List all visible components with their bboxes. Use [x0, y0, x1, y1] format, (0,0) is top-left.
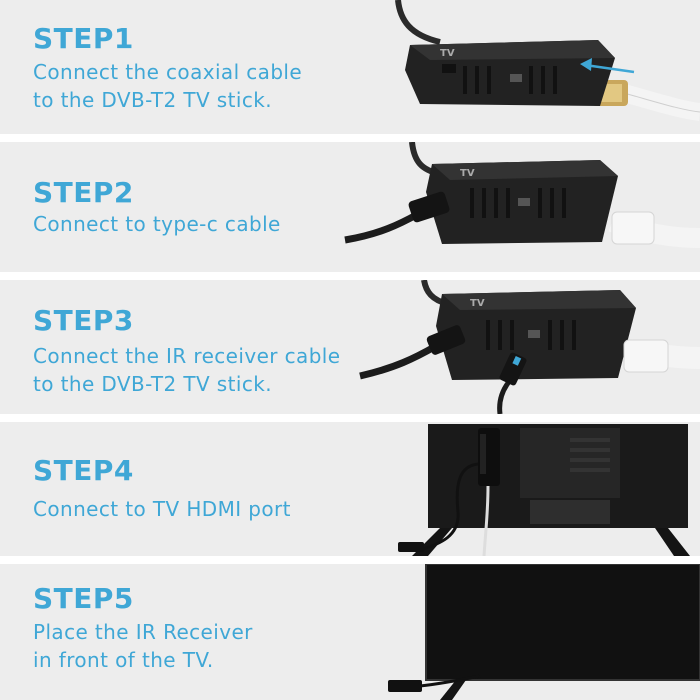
stick-logo: TV [470, 298, 485, 309]
ir-receiver-cable [419, 462, 479, 552]
stick-coax-illustration: TV [395, 0, 700, 121]
step1-panel: TV STEP1 Connect the coaxial cable to th… [0, 0, 700, 134]
step4-title: STEP4 [33, 454, 134, 487]
tv-screen [426, 564, 700, 680]
step1-title: STEP1 [33, 22, 134, 55]
step2-title: STEP2 [33, 176, 134, 209]
stick-logo: TV [460, 168, 475, 179]
step4-panel: STEP4 Connect to TV HDMI port [0, 422, 700, 556]
ir-receiver [398, 542, 424, 552]
step3-description: Connect the IR receiver cable to the DVB… [33, 342, 340, 398]
stick-ir-illustration: TV [359, 280, 700, 414]
ir-receiver [388, 680, 422, 692]
step5-line2: in front of the TV. [33, 648, 214, 672]
step5-description: Place the IR Receiver in front of the TV… [33, 618, 253, 674]
type-c-plug [426, 325, 466, 355]
ir-receiver-cable [419, 674, 481, 688]
step3-line1: Connect the IR receiver cable [33, 344, 341, 368]
usb-cable [482, 485, 490, 556]
step4-description: Connect to TV HDMI port [33, 495, 291, 523]
stick-logo: TV [440, 48, 455, 59]
step1-line2: to the DVB-T2 TV stick. [33, 88, 272, 112]
step2-description: Connect to type-c cable [33, 210, 281, 238]
step5-line1: Place the IR Receiver [33, 620, 253, 644]
step1-line1: Connect the coaxial cable [33, 60, 303, 84]
stick-typec-illustration: TV [344, 142, 700, 248]
power-cable [395, 0, 441, 45]
step5-panel: STEP5 Place the IR Receiver in front of … [0, 564, 700, 700]
tv-stand-right [655, 528, 690, 556]
step3-title: STEP3 [33, 304, 134, 337]
step2-line1: Connect to type-c cable [33, 212, 281, 236]
step4-line1: Connect to TV HDMI port [33, 497, 291, 521]
type-c-cable [344, 210, 420, 244]
tv-stand-left [440, 680, 466, 700]
step1-description: Connect the coaxial cable to the DVB-T2 … [33, 58, 302, 114]
step5-title: STEP5 [33, 582, 134, 615]
tv-front-illustration [388, 564, 700, 700]
step2-panel: TV STEP2 Connect to type-c cable [0, 142, 700, 272]
step3-panel: TV STEP3 Connect the IR receiver cable t… [0, 280, 700, 414]
type-c-plug [408, 191, 450, 223]
type-c-cable [359, 342, 438, 380]
tv-back-illustration [398, 424, 690, 556]
step3-line2: to the DVB-T2 TV stick. [33, 372, 272, 396]
